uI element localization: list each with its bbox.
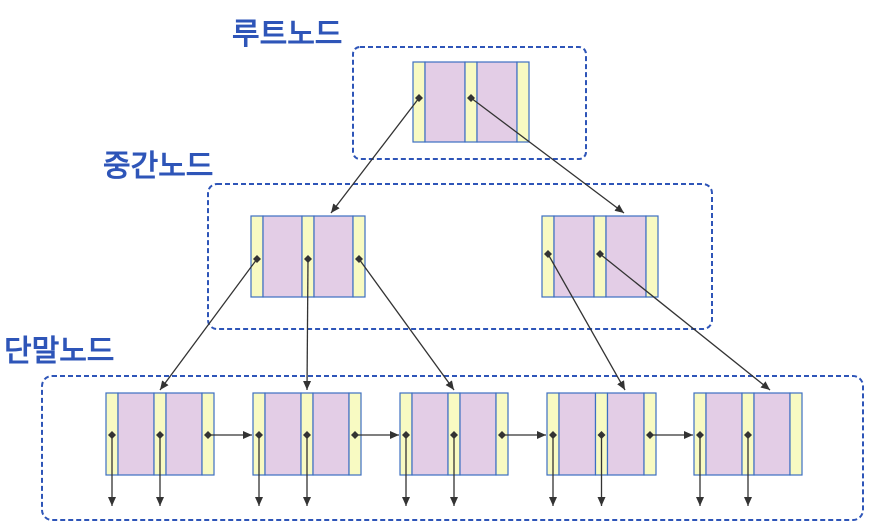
key-slot: [605, 215, 647, 298]
key-slot: [606, 392, 645, 476]
leaf-node-5: [693, 392, 803, 476]
key-slot: [705, 392, 743, 476]
key-slot: [553, 215, 595, 298]
key-slot: [476, 61, 518, 143]
key-slot: [424, 61, 466, 143]
nodes-layer: [105, 61, 803, 476]
key-slot: [262, 215, 303, 298]
edge-internal1-to-leaf-3: [355, 255, 455, 391]
pointer-slot: [643, 392, 657, 476]
edge-root-to-internal-2: [467, 94, 625, 214]
key-slot: [312, 392, 350, 476]
key-slot: [313, 215, 354, 298]
key-slot: [558, 392, 597, 476]
key-slot: [165, 392, 203, 476]
pointer-slot: [201, 392, 215, 476]
pointer-slot: [645, 215, 659, 298]
leaf-node-4: [546, 392, 657, 476]
key-slot: [753, 392, 791, 476]
pointer-slot: [516, 61, 530, 143]
root-level-label: 루트노드: [232, 17, 342, 52]
root-node-1: [412, 61, 530, 143]
edge-internal2-to-leaf-5: [596, 250, 771, 391]
pointer-slot: [352, 215, 366, 298]
edges-layer: [108, 94, 771, 506]
pointer-slot: [541, 215, 555, 298]
pointer-slot: [495, 392, 509, 476]
key-slot: [117, 392, 155, 476]
pointer-slot: [348, 392, 362, 476]
pointer-slot: [464, 61, 478, 143]
pointer-slot: [250, 215, 264, 298]
key-slot: [264, 392, 302, 476]
edge-internal1-to-leaf-1: [159, 255, 261, 391]
pointer-slot: [412, 61, 426, 143]
edge-root-to-internal-1: [330, 94, 423, 214]
pointer-slot: [593, 215, 607, 298]
internal-level-label: 중간노드: [103, 149, 213, 184]
key-slot: [411, 392, 449, 476]
edge-internal1-to-leaf-2: [303, 255, 312, 391]
key-slot: [459, 392, 497, 476]
internal-node-2: [541, 215, 659, 298]
leaf-level-label: 단말노드: [4, 334, 114, 369]
pointer-slot: [789, 392, 803, 476]
